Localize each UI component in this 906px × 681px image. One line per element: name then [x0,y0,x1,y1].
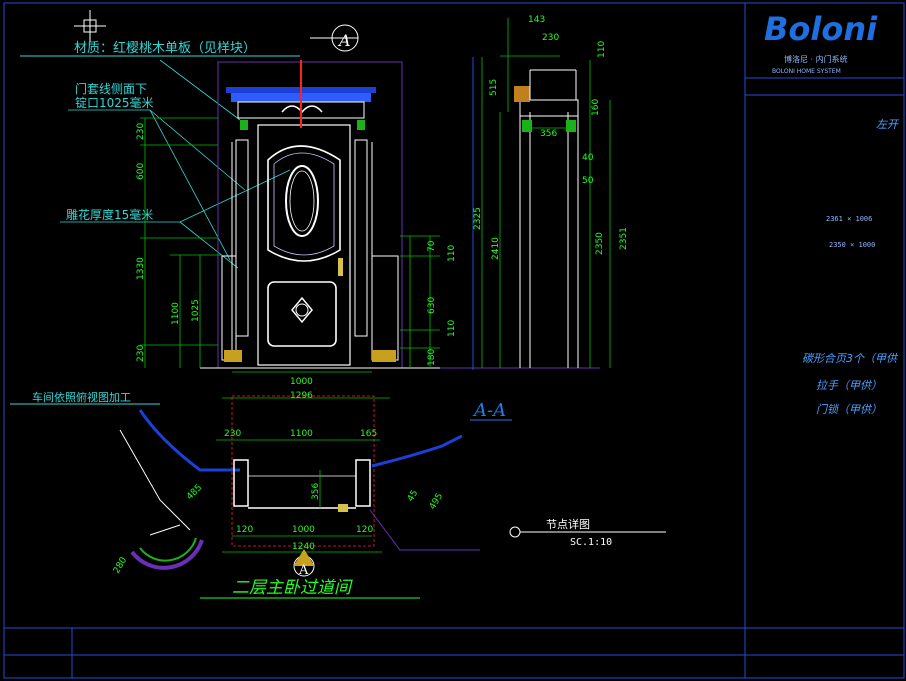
leader-lines [60,59,291,269]
svg-text:2350: 2350 [595,232,605,255]
ucs-icon [74,10,106,42]
svg-text:1000: 1000 [292,525,315,535]
svg-text:230: 230 [224,429,241,439]
door-elevation [200,60,600,369]
svg-text:120: 120 [356,525,373,535]
svg-text:1100: 1100 [290,429,313,439]
door-swing-label: 左开 [876,118,900,131]
svg-text:230: 230 [136,123,146,140]
svg-text:2325: 2325 [473,207,483,230]
svg-text:230: 230 [542,33,559,43]
size-line-2: 2350 × 1000 [829,241,875,249]
plan-view [119,395,480,570]
svg-text:180: 180 [427,349,437,366]
svg-text:356: 356 [540,129,557,139]
svg-text:356: 356 [311,483,321,500]
svg-text:1330: 1330 [136,257,146,280]
svg-text:143: 143 [528,15,545,25]
svg-text:2410: 2410 [491,237,501,260]
hardware-handle: 拉手（甲供） [816,379,882,392]
svg-text:600: 600 [136,163,146,180]
elevation-dim-text: 230 600 1330 230 1100 1025 70 110 630 11… [136,123,457,401]
svg-text:2351: 2351 [619,227,629,250]
plan-section-marker: A [293,549,315,578]
svg-text:230: 230 [136,345,146,362]
svg-text:A: A [298,563,309,578]
svg-text:495: 495 [428,492,445,512]
svg-text:45: 45 [406,489,420,504]
plan-dimensions [216,439,382,553]
section-marker-letter: A [337,31,351,50]
brand-subtitle-en: BOLONI HOME SYSTEM [772,68,841,75]
svg-text:110: 110 [447,245,457,262]
svg-text:1025: 1025 [191,299,201,322]
svg-text:70: 70 [427,240,437,252]
hardware-hinge: 碳形合页3个（甲供 [802,352,899,365]
svg-text:40: 40 [582,153,594,163]
svg-text:节点详图: 节点详图 [546,517,590,531]
brand-logo: Boloni [764,10,878,48]
hardware-lock: 门锁（甲供） [816,403,882,416]
svg-text:110: 110 [447,320,457,337]
section-dim-text: 143 230 110 515 160 356 40 50 2325 2410 … [473,15,629,260]
svg-text:SC.1:10: SC.1:10 [570,537,612,548]
detail-title-block: 节点详图 SC.1:10 [509,517,666,548]
svg-text:1000: 1000 [290,377,313,387]
size-line-1: 2361 × 1006 [826,215,872,223]
svg-text:1296: 1296 [290,391,313,401]
svg-text:1100: 1100 [171,302,181,325]
svg-text:515: 515 [489,79,499,96]
carving-thickness-note: 雕花厚度15毫米 [66,207,153,222]
drawing-frame [3,2,905,679]
svg-text:165: 165 [360,429,377,439]
svg-text:120: 120 [236,525,253,535]
elevation-dimensions [140,117,440,399]
room-title: 二层主卧过道间 [232,578,353,598]
svg-text:1240: 1240 [292,542,315,552]
section-title: A-A [472,400,506,421]
svg-text:280: 280 [112,555,129,575]
brand-subtitle: 博洛尼 · 内门系统 [784,54,848,64]
svg-text:160: 160 [591,99,601,116]
section-view [472,57,579,370]
section-marker-top: A [310,24,359,52]
svg-text:110: 110 [597,41,607,58]
trim-note-line-1: 门套线侧面下 [75,81,147,96]
svg-text:485: 485 [185,483,204,502]
section-dimensions [481,18,611,368]
plan-note: 车间依照俯视图加工 [32,390,131,404]
svg-text:50: 50 [582,176,594,186]
material-note: 材质：红樱桃木单板（见样块） [74,40,256,56]
trim-note-line-2: 锭口1025毫米 [75,95,154,110]
svg-text:630: 630 [427,297,437,314]
